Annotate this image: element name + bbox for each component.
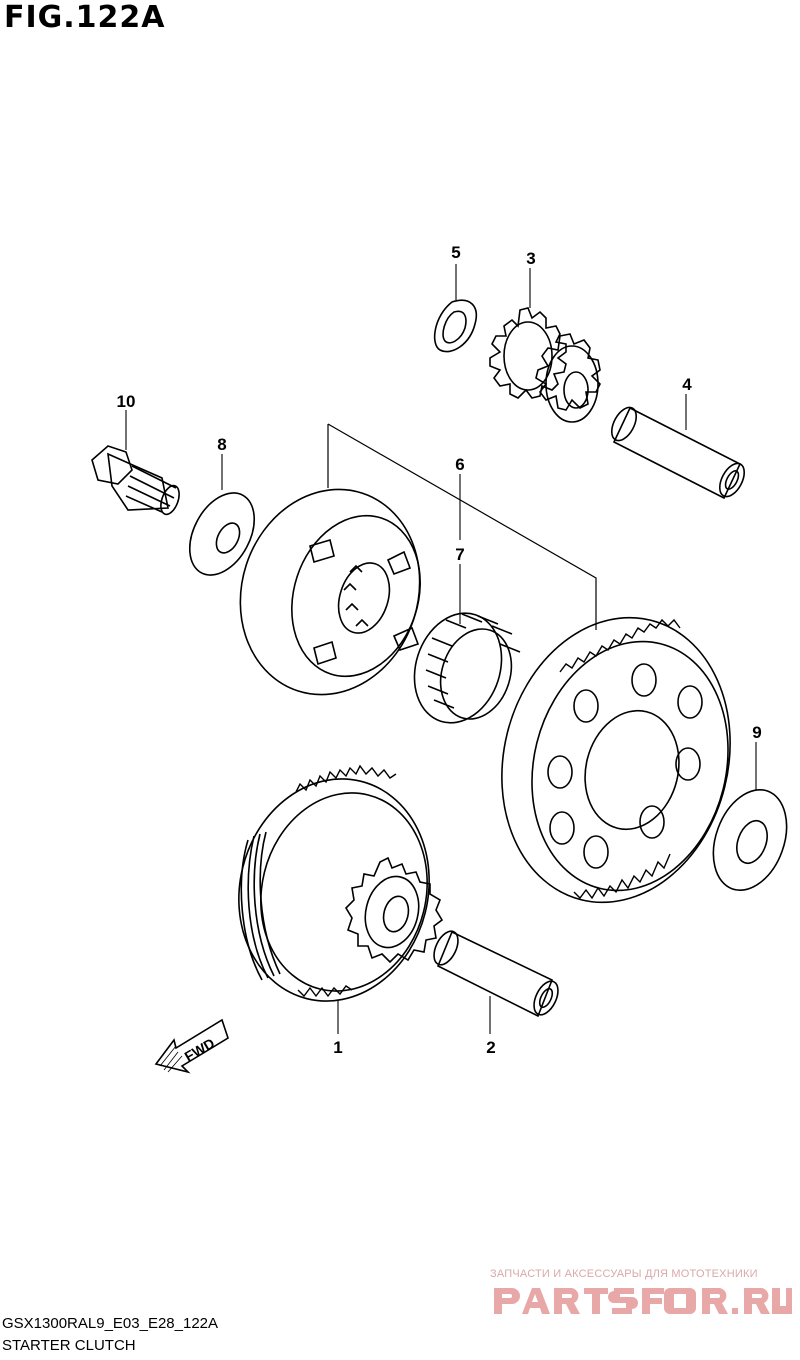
part-6-group-bracket xyxy=(327,423,597,630)
part-7-needle-bearing xyxy=(413,612,521,724)
watermark-logo xyxy=(494,1288,792,1314)
callout-9: 9 xyxy=(752,723,761,742)
callout-5: 5 xyxy=(451,243,460,262)
part-6-clutch-housing xyxy=(239,488,421,696)
part-8-washer xyxy=(188,492,256,576)
part-5-snap-ring xyxy=(433,299,477,353)
callout-10: 10 xyxy=(117,392,136,411)
watermark-tagline: ЗАПЧАСТИ И АКСЕССУАРЫ ДЛЯ МОТОТЕХНИКИ xyxy=(490,1268,758,1280)
callout-4: 4 xyxy=(682,375,692,394)
diagram-name: STARTER CLUTCH xyxy=(2,1337,136,1354)
callout-2: 2 xyxy=(486,1038,495,1057)
callout-1: 1 xyxy=(333,1038,342,1057)
part-10-bolt xyxy=(91,445,180,516)
leader-lines xyxy=(125,264,757,1034)
callout-7: 7 xyxy=(455,545,464,564)
callout-6: 6 xyxy=(455,455,464,474)
model-code: GSX1300RAL9_E03_E28_122A xyxy=(2,1315,219,1332)
fwd-arrow: FWD xyxy=(154,1018,229,1074)
part-6-driven-gear xyxy=(501,616,731,904)
part-9-washer xyxy=(712,788,788,892)
figure-title: FIG.122A xyxy=(4,0,166,35)
part-1-starter-clutch-gear xyxy=(238,764,444,1002)
part-4-shaft xyxy=(610,406,746,500)
part-3-idle-gear xyxy=(489,307,601,423)
callout-3: 3 xyxy=(526,249,535,268)
callout-8: 8 xyxy=(217,435,226,454)
part-2-shaft xyxy=(433,930,559,1018)
